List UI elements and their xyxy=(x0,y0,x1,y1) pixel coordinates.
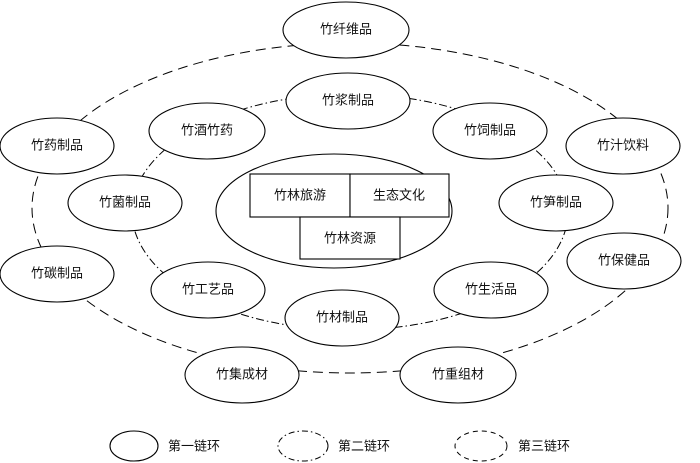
node-daily-label: 竹生活品 xyxy=(465,283,517,298)
node-fiber-label: 竹纤维品 xyxy=(320,23,372,38)
legend-label-ring2: 第二链环 xyxy=(338,440,390,455)
node-health: 竹保健品 xyxy=(566,232,682,290)
legend-label-ring1: 第一链环 xyxy=(168,440,220,455)
node-medicine-label: 竹药制品 xyxy=(31,139,83,154)
node-feed: 竹饲制品 xyxy=(432,102,548,160)
node-material-label: 竹材制品 xyxy=(316,311,368,326)
node-craft-label: 竹工艺品 xyxy=(182,283,234,298)
legend-dashed-ellipse-icon xyxy=(454,430,508,462)
node-reconstituted: 竹重组材 xyxy=(399,346,517,404)
node-pulp-label: 竹浆制品 xyxy=(322,94,374,109)
node-shoot: 竹笋制品 xyxy=(498,174,614,232)
node-feed-label: 竹饲制品 xyxy=(464,124,516,139)
node-material: 竹材制品 xyxy=(284,289,400,347)
core-label-tourism: 竹林旅游 xyxy=(274,189,326,204)
core-box-ecoculture: 生态文化 xyxy=(349,173,450,218)
node-fiber: 竹纤维品 xyxy=(282,1,410,59)
node-fungus: 竹菌制品 xyxy=(67,174,183,232)
core-label-ecoculture: 生态文化 xyxy=(373,189,425,204)
core-box-tourism: 竹林旅游 xyxy=(249,173,351,218)
node-medicine: 竹药制品 xyxy=(0,117,115,175)
node-juice: 竹汁饮料 xyxy=(565,117,681,175)
node-laminated: 竹集成材 xyxy=(184,346,300,404)
node-fungus-label: 竹菌制品 xyxy=(99,196,151,211)
legend-solid-ellipse-icon xyxy=(109,430,159,462)
node-carbon-label: 竹碳制品 xyxy=(31,267,83,282)
legend-label-ring3: 第三链环 xyxy=(518,440,570,455)
node-reconstituted-label: 竹重组材 xyxy=(432,367,484,383)
legend-item-ring1: 第一链环 xyxy=(109,430,220,462)
node-carbon: 竹碳制品 xyxy=(0,245,115,303)
node-wine-medicine-label: 竹酒竹药 xyxy=(181,124,233,139)
node-pulp: 竹浆制品 xyxy=(285,72,411,130)
legend: 第一链环 第二链环 第三链环 xyxy=(109,430,570,462)
node-health-label: 竹保健品 xyxy=(598,254,650,269)
node-wine-medicine: 竹酒竹药 xyxy=(148,102,266,160)
node-juice-label: 竹汁饮料 xyxy=(597,139,649,154)
node-shoot-label: 竹笋制品 xyxy=(530,195,582,211)
core-label-resources: 竹林资源 xyxy=(324,232,376,247)
node-laminated-label: 竹集成材 xyxy=(216,367,268,383)
node-daily: 竹生活品 xyxy=(433,261,549,319)
legend-item-ring2: 第二链环 xyxy=(277,430,390,462)
legend-item-ring3: 第三链环 xyxy=(454,430,570,462)
node-craft: 竹工艺品 xyxy=(150,261,266,319)
third-chain-ring xyxy=(31,42,669,374)
core-box-resources: 竹林资源 xyxy=(299,216,401,260)
legend-dashdot-ellipse-icon xyxy=(277,430,329,462)
